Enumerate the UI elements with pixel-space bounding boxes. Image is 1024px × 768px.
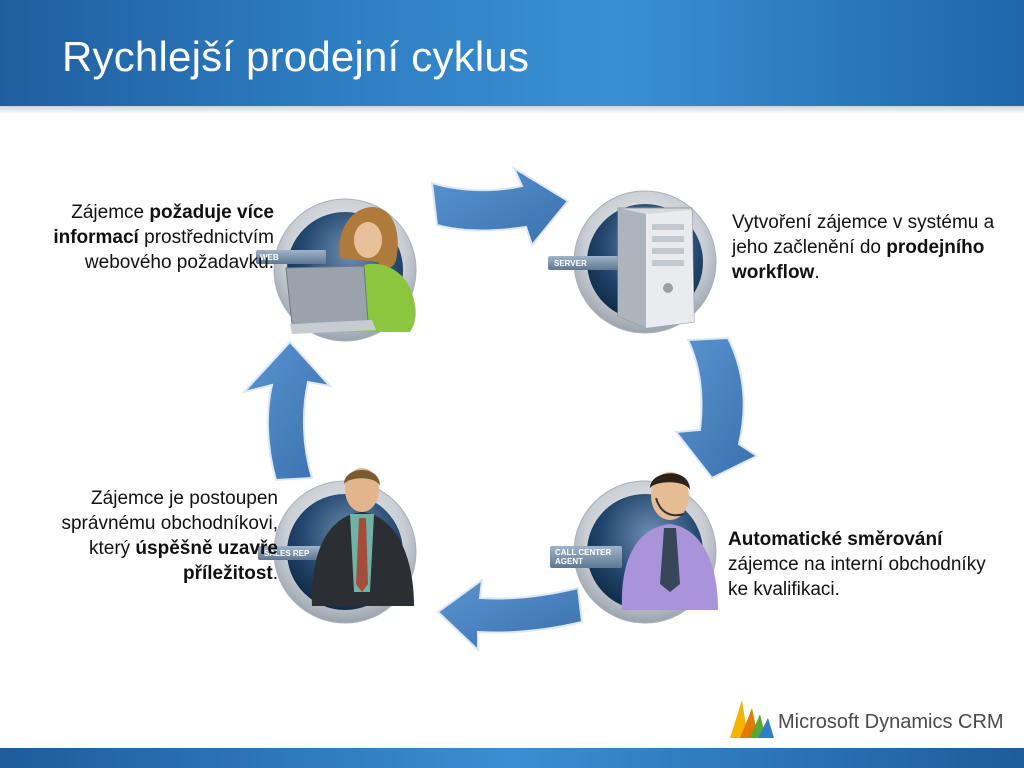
web-label-tag <box>256 250 326 264</box>
server-node: SERVER <box>548 190 717 334</box>
caption-text: Zájemce <box>71 202 150 223</box>
web-label: WEB <box>260 253 279 262</box>
sales-rep-label-tag <box>258 546 328 560</box>
woman-laptop-illustration <box>285 207 416 334</box>
arrow-left <box>241 340 333 482</box>
slide-footer-bar <box>0 748 1024 768</box>
caption-text: Zájemce je postoupen správnému obchodník… <box>61 488 278 559</box>
sales-rep-label: SALES REP <box>264 549 310 558</box>
caption-text: prostřednictvím webového požadavku. <box>84 227 274 273</box>
caption-bold: požaduje více informací <box>53 202 274 248</box>
sales-rep-node: SALES REP <box>258 468 417 624</box>
sales-rep-illustration <box>311 468 414 606</box>
dynamics-logo-icon <box>730 700 774 738</box>
caption-routing: Automatické směrování zájemce na interní… <box>728 527 1008 602</box>
caption-sales-close: Zájemce je postoupen správnému obchodník… <box>20 486 278 586</box>
call-center-agent-illustration <box>621 472 718 610</box>
microsoft-dynamics-crm-logo: Microsoft Dynamics CRM <box>728 694 1004 740</box>
slide-header: Rychlejší prodejní cyklus <box>0 0 1024 114</box>
caption-bold: úspěšně uzavře příležitost <box>135 538 278 584</box>
caption-bold: Automatické směrování <box>728 529 943 550</box>
web-node: WEB <box>256 198 417 342</box>
arrow-bottom <box>436 577 584 653</box>
caption-web-request: Zájemce požaduje více informací prostřed… <box>20 200 274 275</box>
slide-title: Rychlejší prodejní cyklus <box>62 33 530 80</box>
arrow-right <box>674 336 760 480</box>
caption-text: . <box>814 262 820 283</box>
caption-text: . <box>272 563 278 584</box>
call-center-node: CALL CENTER AGENT <box>550 472 718 624</box>
caption-bold: prodejního workflow <box>732 237 985 283</box>
server-tower-illustration <box>617 207 695 329</box>
caption-text: zájemce na interní obchodníky ke kvalifi… <box>728 554 986 600</box>
call-center-label-line2: AGENT <box>555 557 583 566</box>
server-label: SERVER <box>554 259 587 268</box>
server-label-tag <box>548 256 618 270</box>
logo-text: Microsoft Dynamics CRM <box>778 711 1004 733</box>
call-center-label-line1: CALL CENTER <box>555 548 612 557</box>
arrow-top <box>430 165 570 248</box>
call-center-label-tag <box>550 546 622 568</box>
caption-text: Vytvoření zájemce v systému a jeho začle… <box>732 212 995 258</box>
caption-lead-creation: Vytvoření zájemce v systému a jeho začle… <box>732 210 1012 285</box>
